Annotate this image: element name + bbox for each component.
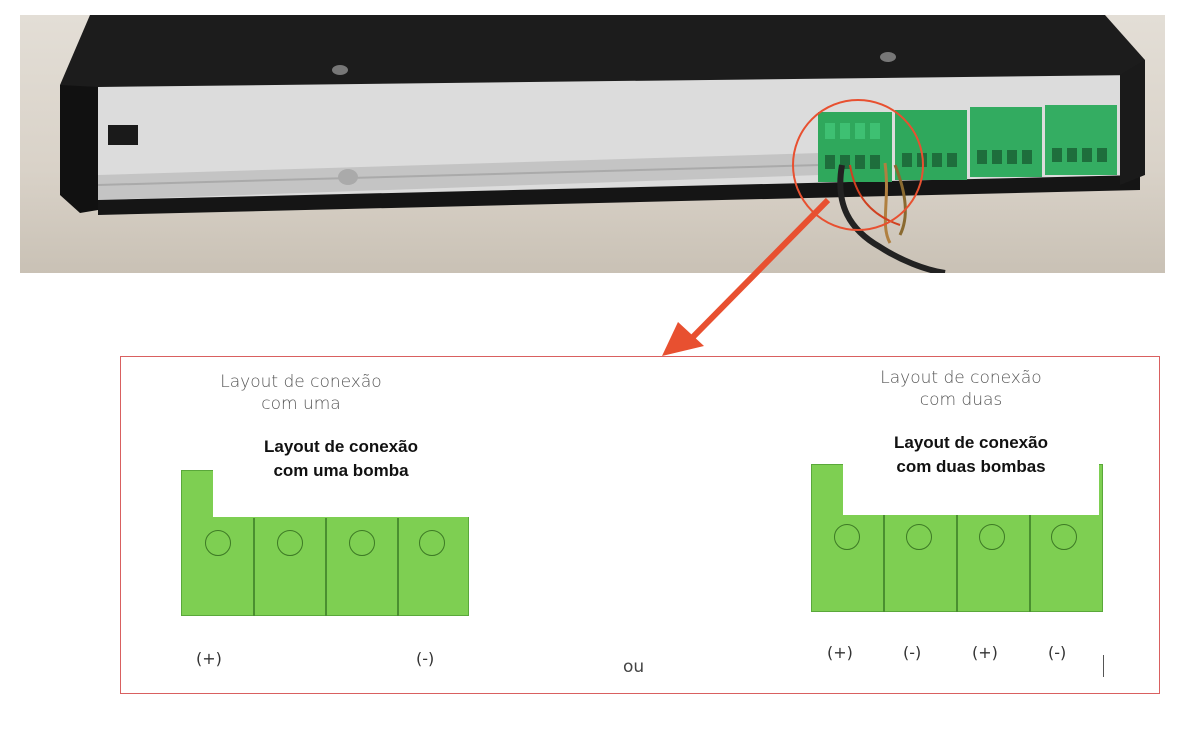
two-pumps-small-title: Layout de conexão com duas <box>880 368 1042 410</box>
two-pumps-title: Layout de conexão com duas bombas <box>843 431 1099 515</box>
polarity-minus: (-) <box>903 643 922 662</box>
terminal-screw-icon <box>349 530 375 556</box>
device-photo <box>20 15 1165 273</box>
or-separator: ou <box>623 657 645 677</box>
terminal-screw-icon <box>834 524 860 550</box>
highlight-circle <box>792 99 924 231</box>
polarity-plus: (+) <box>196 649 222 668</box>
one-pump-title: Layout de conexão com uma bomba <box>213 435 469 517</box>
connection-diagram: Layout de conexão com uma Layout de cone… <box>120 356 1160 694</box>
terminal-screw-icon <box>205 530 231 556</box>
polarity-minus: (-) <box>1048 643 1067 662</box>
one-pump-small-title: Layout de conexão com uma <box>220 372 382 414</box>
terminal-screw-icon <box>419 530 445 556</box>
terminal-screw-icon <box>906 524 932 550</box>
terminal-screw-icon <box>979 524 1005 550</box>
terminal-screw-icon <box>277 530 303 556</box>
terminal-screw-icon <box>1051 524 1077 550</box>
polarity-minus: (-) <box>416 649 435 668</box>
edge-mark <box>1103 655 1104 677</box>
polarity-plus: (+) <box>972 643 998 662</box>
polarity-plus: (+) <box>827 643 853 662</box>
